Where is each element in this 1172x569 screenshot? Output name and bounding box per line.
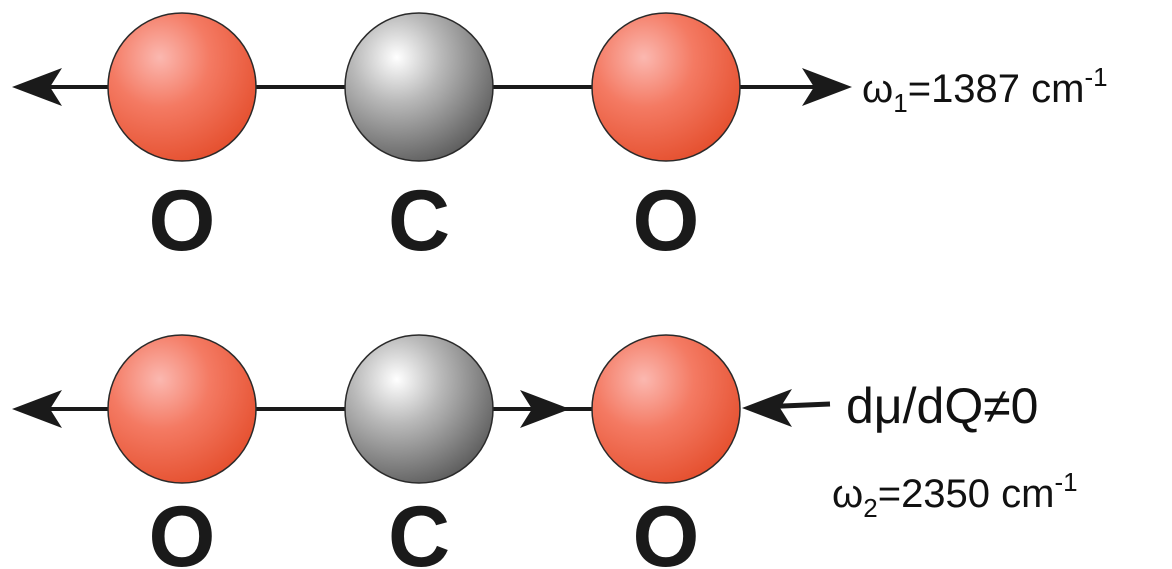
atom-label: C [388,173,450,269]
oxygen-atom-right [591,334,741,484]
oxygen-atom-right [591,12,741,162]
atom-label: O [149,173,216,269]
dipole-note: dμ/dQ≠0 [846,378,1038,434]
carbon-atom [344,12,494,162]
mode-symmetric-stretch: O C O ω1=1387 cm-1 [12,12,1108,269]
frequency-symbol: ω [862,67,893,111]
arrow-left-icon [12,68,62,106]
frequency-symbol: ω [832,472,863,516]
carbon-atom [344,334,494,484]
frequency-label: ω1=1387 cm-1 [862,62,1108,118]
atom-label: O [633,489,700,569]
atom-label: O [149,489,216,569]
oxygen-atom-left [107,12,257,162]
frequency-superscript: -1 [1084,62,1107,92]
mode-asymmetric-stretch: dμ/dQ≠0 O C O ω2=2350 cm-1 [12,334,1078,569]
frequency-value: =2350 cm [878,472,1055,516]
arrow-left-icon [12,390,62,428]
arrow-right-icon [520,390,570,428]
frequency-value: =1387 cm [908,67,1085,111]
frequency-label: ω2=2350 cm-1 [832,467,1078,523]
frequency-subscript: 1 [893,88,907,118]
atom-label: O [633,173,700,269]
frequency-subscript: 2 [863,493,877,523]
arrow-right-icon [802,68,852,106]
oxygen-atom-left [107,334,257,484]
frequency-superscript: -1 [1054,467,1077,497]
atom-label: C [388,489,450,569]
arrow-left-icon [742,389,792,427]
